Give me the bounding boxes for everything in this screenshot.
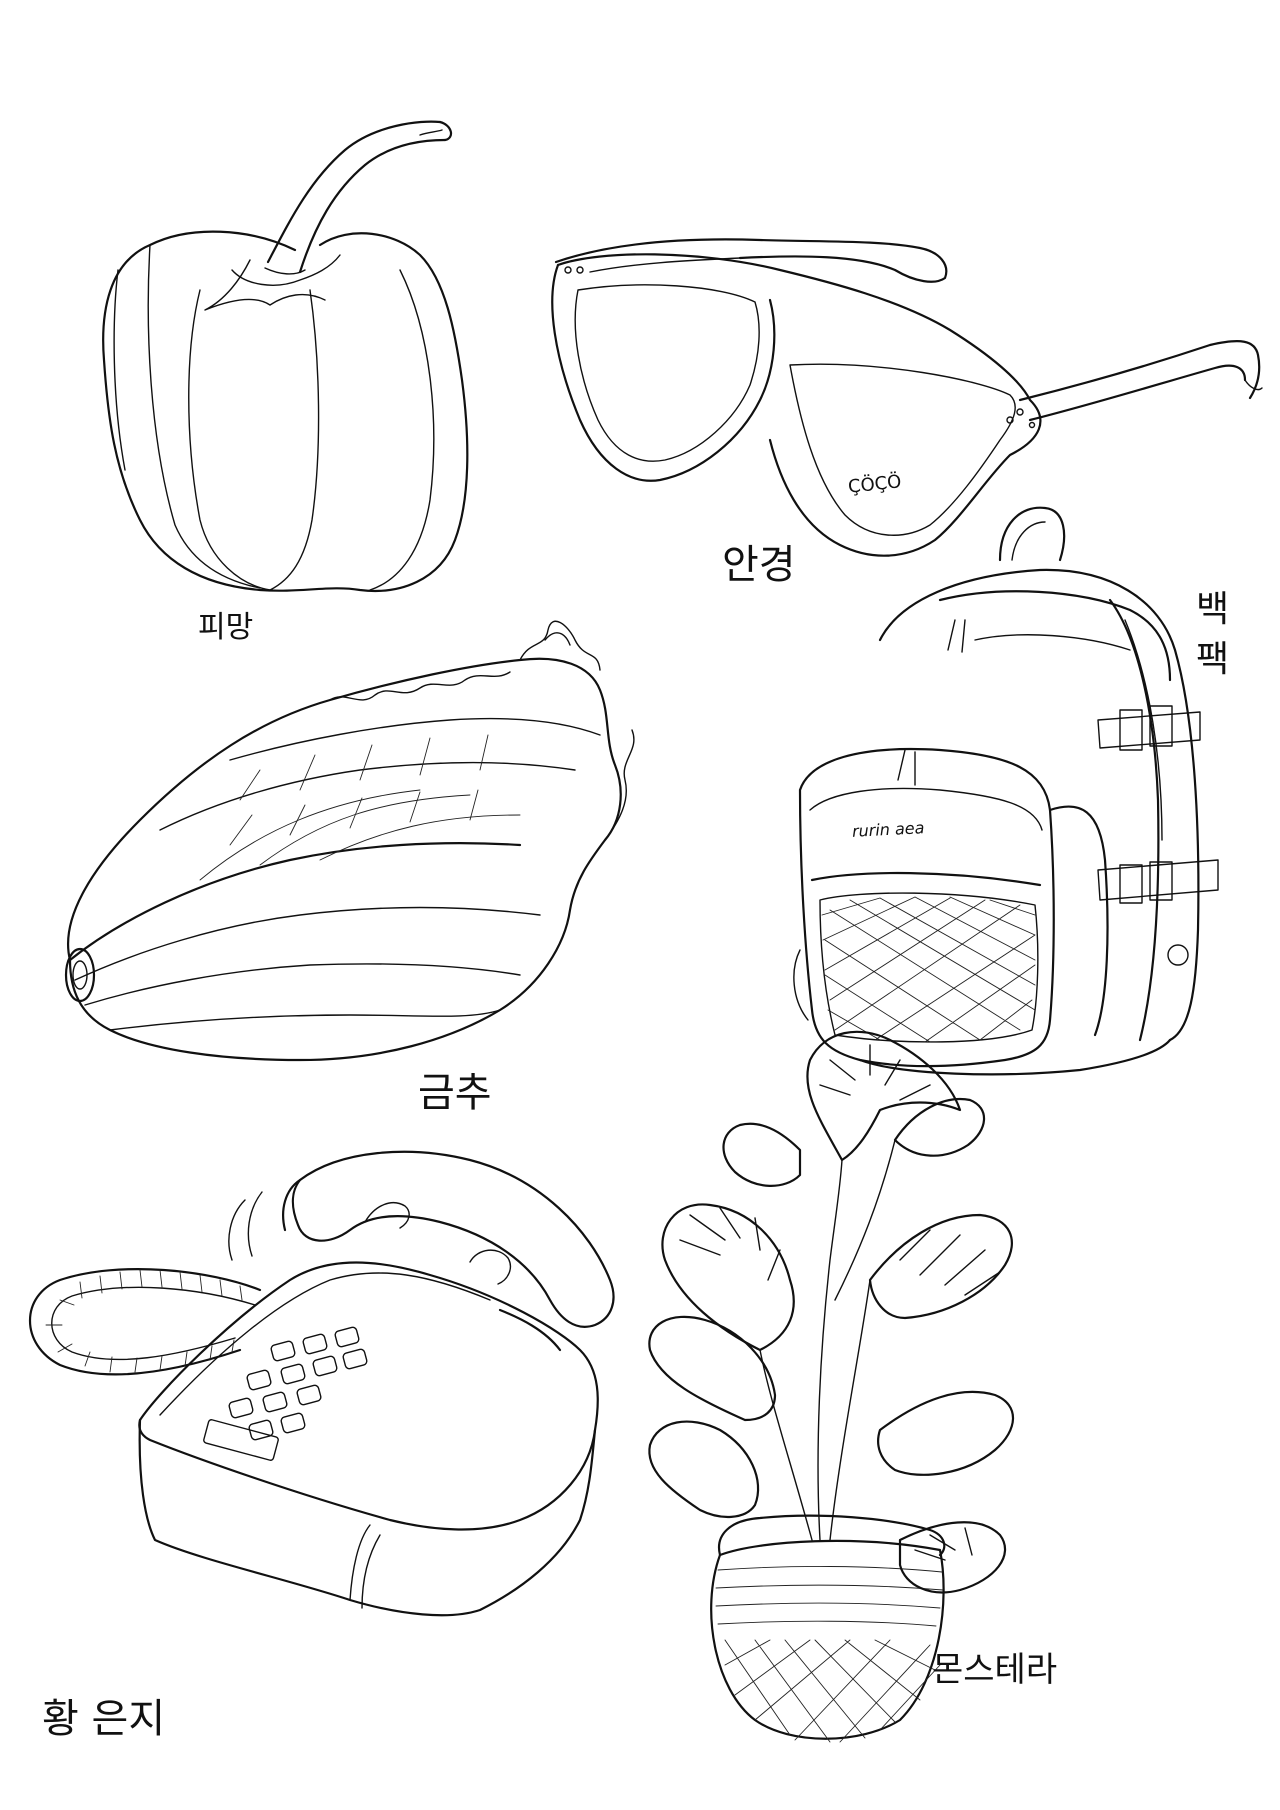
backpack-patch-text: rurin aea bbox=[851, 818, 925, 841]
backpack-drawing bbox=[793, 506, 1219, 1076]
backpack-label-line2: 팩 bbox=[1196, 639, 1230, 680]
artist-signature: 황 은지 bbox=[42, 1696, 166, 1742]
telephone-drawing bbox=[28, 1150, 615, 1617]
cabbage-drawing bbox=[64, 620, 635, 1062]
bell-pepper-drawing bbox=[102, 120, 469, 592]
glasses-drawing bbox=[551, 238, 1263, 557]
glasses-label: 안경 bbox=[722, 542, 796, 588]
cabbage-label: 금추 bbox=[418, 1070, 492, 1116]
monstera-drawing bbox=[648, 1030, 1015, 1743]
backpack-label-line1: 백 bbox=[1196, 589, 1230, 630]
keypad bbox=[203, 1326, 368, 1461]
plant-label: 몬스테라 bbox=[932, 1650, 1058, 1690]
pepper-label: 피망 bbox=[198, 610, 254, 645]
